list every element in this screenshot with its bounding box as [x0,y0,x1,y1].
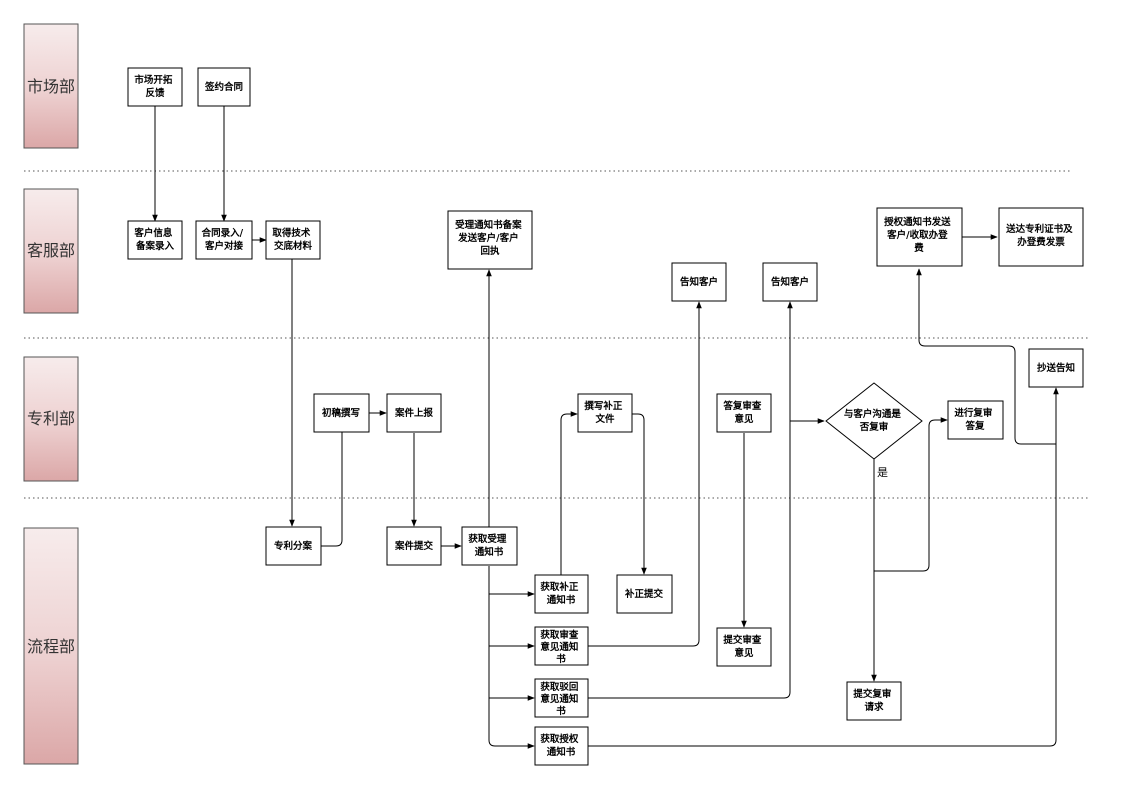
node-write-correction[interactable]: 撰写补正 文件 [577,393,633,433]
yes-label: 是 [877,466,888,479]
lane-process: 流程部 [23,527,79,765]
lane-market-label: 市场部 [27,77,75,96]
node-submit-correction[interactable]: 补正提交 [616,574,673,614]
lane-patent: 专利部 [23,356,79,482]
node-accept-notice-send[interactable]: 受理通知书备案 发送客户/客户 回执 [447,210,533,270]
node-label: 获取审查 意见通知 书 [539,629,581,665]
lane-process-label: 流程部 [27,637,75,656]
node-communicate-reexam-decision[interactable]: 与客户沟通是 否复审 [825,382,923,460]
node-first-draft[interactable]: 初稿撰写 [313,393,370,433]
node-sign-contract[interactable]: 签约合同 [197,67,251,107]
node-opinion-reply[interactable]: 答复审查 意见 [716,393,772,433]
node-label: 进行复审 答复 [954,407,995,432]
node-label: 受理通知书备案 发送客户/客户 回执 [455,219,525,257]
node-label: 合同录入/ 客户对接 [202,227,247,252]
lane-patent-label: 专利部 [27,409,75,428]
connector [560,411,578,575]
node-label: 撰写补正 文件 [584,400,625,425]
node-label: 专利分案 [274,540,313,552]
connector [588,301,793,699]
connector [632,413,647,575]
node-inform-customer-1[interactable]: 告知客户 [671,262,727,302]
node-label: 与客户沟通是 否复审 [844,408,904,433]
node-label: 送达专利证书及 办登费发票 [1005,223,1076,248]
node-get-correction-notice[interactable]: 获取补正 通知书 [534,574,589,614]
connector [916,268,1056,445]
node-deliver-certificate[interactable]: 送达专利证书及 办登费发票 [998,207,1084,267]
node-contract-entry[interactable]: 合同录入/ 客户对接 [195,220,253,260]
node-get-accept-notice[interactable]: 获取受理 通知书 [461,526,518,566]
node-reexam-reply[interactable]: 进行复审 答复 [947,400,1004,440]
node-submit-opinion[interactable]: 提交审查 意见 [716,627,772,667]
connector [588,301,702,647]
node-cc-notice[interactable]: 抄送告知 [1028,348,1084,388]
node-label: 初稿撰写 [322,407,360,419]
connector [874,419,936,572]
lane-service-label: 客服部 [27,241,75,260]
node-label: 提交审查 意见 [723,634,764,659]
node-market-feedback[interactable]: 市场开拓 反馈 [127,67,183,107]
connector [321,413,345,547]
node-label: 获取驳回 意见通知 书 [539,681,581,717]
lane-market: 市场部 [23,23,79,149]
node-label: 获取补正 通知书 [539,581,581,606]
node-label: 授权通知书发送 客户/收取办登 费 [884,216,954,254]
node-label: 市场开拓 反馈 [134,74,175,99]
node-case-report[interactable]: 案件上报 [386,393,442,433]
node-label: 取得技术 交底材料 [272,227,313,252]
node-label: 告知客户 [680,276,718,288]
connectors [152,106,1059,749]
lane-service: 客服部 [23,188,79,314]
node-get-tech-material[interactable]: 取得技术 交底材料 [265,220,321,260]
node-label: 获取受理 通知书 [467,533,509,558]
node-label: 案件上报 [394,407,434,419]
node-get-grant-notice[interactable]: 获取授权 通知书 [534,726,589,766]
node-grant-notice-send[interactable]: 授权通知书发送 客户/收取办登 费 [876,207,963,267]
node-label: 提交复审 请求 [853,688,894,713]
node-case-submit[interactable]: 案件提交 [386,526,442,566]
node-get-exam-opinion[interactable]: 获取审查 意见通知 书 [534,626,589,666]
node-label: 告知客户 [771,276,809,288]
node-inform-customer-2[interactable]: 告知客户 [762,262,818,302]
node-label: 签约合同 [204,81,243,93]
node-label: 客户信息 备案录入 [133,227,175,252]
connector [588,387,1059,747]
node-label: 答复审查 意见 [722,400,764,425]
node-customer-info[interactable]: 客户信息 备案录入 [127,220,183,260]
node-label: 补正提交 [624,588,664,600]
node-get-reject-notice[interactable]: 获取驳回 意见通知 书 [534,678,589,718]
node-label: 案件提交 [394,540,434,552]
node-patent-assign[interactable]: 专利分案 [265,526,322,566]
node-label: 获取授权 通知书 [539,733,581,758]
node-submit-reexam[interactable]: 提交复审 请求 [846,681,902,721]
connector [488,566,535,749]
node-label: 抄送告知 [1037,362,1075,374]
